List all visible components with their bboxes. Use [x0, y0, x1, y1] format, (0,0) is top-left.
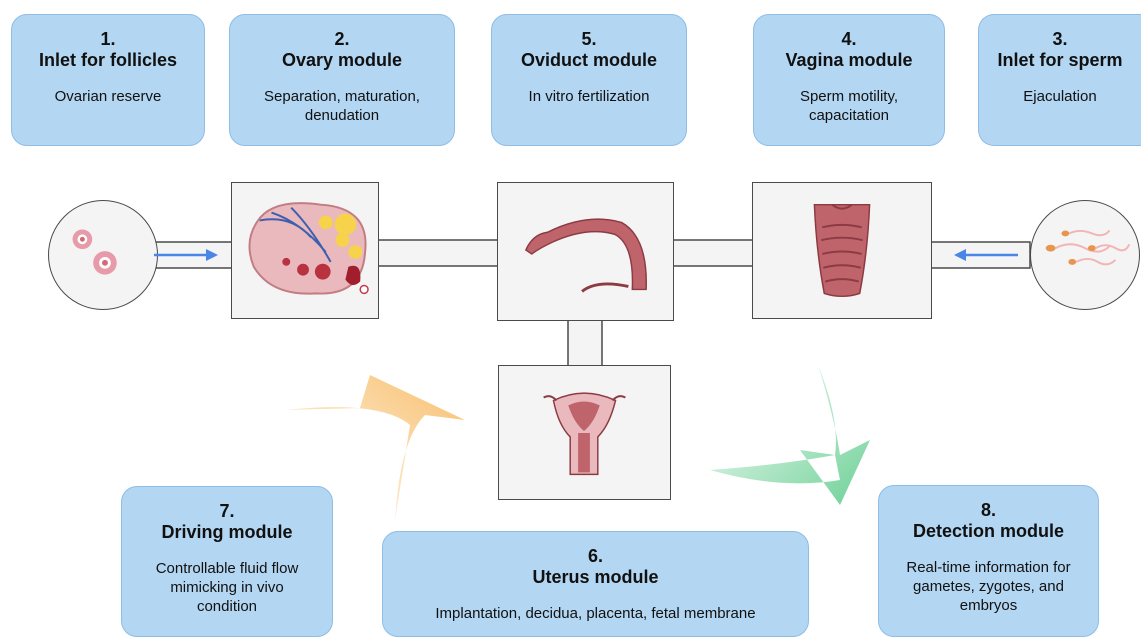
- card-inlet-sperm: 3. Inlet for sperm Ejaculation: [978, 14, 1141, 146]
- card-description: Controllable fluid flow mimicking in viv…: [122, 559, 332, 616]
- card-number: 1.: [12, 29, 204, 49]
- card-number: 3.: [979, 29, 1141, 49]
- follicle-icon: [49, 201, 157, 309]
- card-number: 4.: [754, 29, 944, 49]
- card-title: Inlet for follicles: [12, 49, 204, 71]
- ovary-module-chamber: [231, 182, 379, 319]
- channel-ovary-oviduct: [378, 240, 498, 266]
- card-number: 7.: [122, 501, 332, 521]
- card-description: Ejaculation: [979, 87, 1141, 106]
- card-vagina: 4. Vagina module Sperm motility, capacit…: [753, 14, 945, 146]
- card-inlet-follicles: 1. Inlet for follicles Ovarian reserve: [11, 14, 205, 146]
- channel-oviduct-uterus: [568, 320, 602, 366]
- inlet-sperm: [1030, 200, 1140, 310]
- card-description: In vitro fertilization: [492, 87, 686, 106]
- card-number: 6.: [383, 546, 808, 566]
- card-driving: 7. Driving module Controllable fluid flo…: [121, 486, 333, 637]
- card-title: Vagina module: [754, 49, 944, 71]
- card-title: Inlet for sperm: [979, 49, 1141, 71]
- card-title: Uterus module: [383, 566, 808, 588]
- vagina-module-chamber: [752, 182, 932, 319]
- card-number: 2.: [230, 29, 454, 49]
- ovary-icon: [232, 183, 378, 318]
- inlet-follicles: [48, 200, 158, 310]
- card-uterus: 6. Uterus module Implantation, decidua, …: [382, 531, 809, 637]
- card-number: 5.: [492, 29, 686, 49]
- uterus-icon: [499, 366, 670, 499]
- card-title: Oviduct module: [492, 49, 686, 71]
- card-description: Sperm motility, capacitation: [754, 87, 944, 125]
- flow-arrow-icon: [152, 246, 220, 264]
- card-description: Separation, maturation, denudation: [230, 87, 454, 125]
- detection-arrow: [710, 365, 870, 505]
- card-detection: 8. Detection module Real-time informatio…: [878, 485, 1099, 637]
- uterus-module-chamber: [498, 365, 671, 500]
- sperm-icon: [1031, 201, 1139, 309]
- card-oviduct: 5. Oviduct module In vitro fertilization: [491, 14, 687, 146]
- card-title: Driving module: [122, 521, 332, 543]
- channel-oviduct-vagina: [673, 240, 753, 266]
- card-title: Ovary module: [230, 49, 454, 71]
- oviduct-module-chamber: [497, 182, 674, 321]
- card-title: Detection module: [879, 520, 1098, 542]
- card-description: Implantation, decidua, placenta, fetal m…: [383, 604, 808, 623]
- card-description: Real-time information for gametes, zygot…: [879, 558, 1098, 615]
- card-description: Ovarian reserve: [12, 87, 204, 106]
- card-number: 8.: [879, 500, 1098, 520]
- flow-arrow-icon: [950, 246, 1020, 264]
- card-ovary: 2. Ovary module Separation, maturation, …: [229, 14, 455, 146]
- vagina-icon: [753, 183, 931, 318]
- oviduct-icon: [498, 183, 673, 320]
